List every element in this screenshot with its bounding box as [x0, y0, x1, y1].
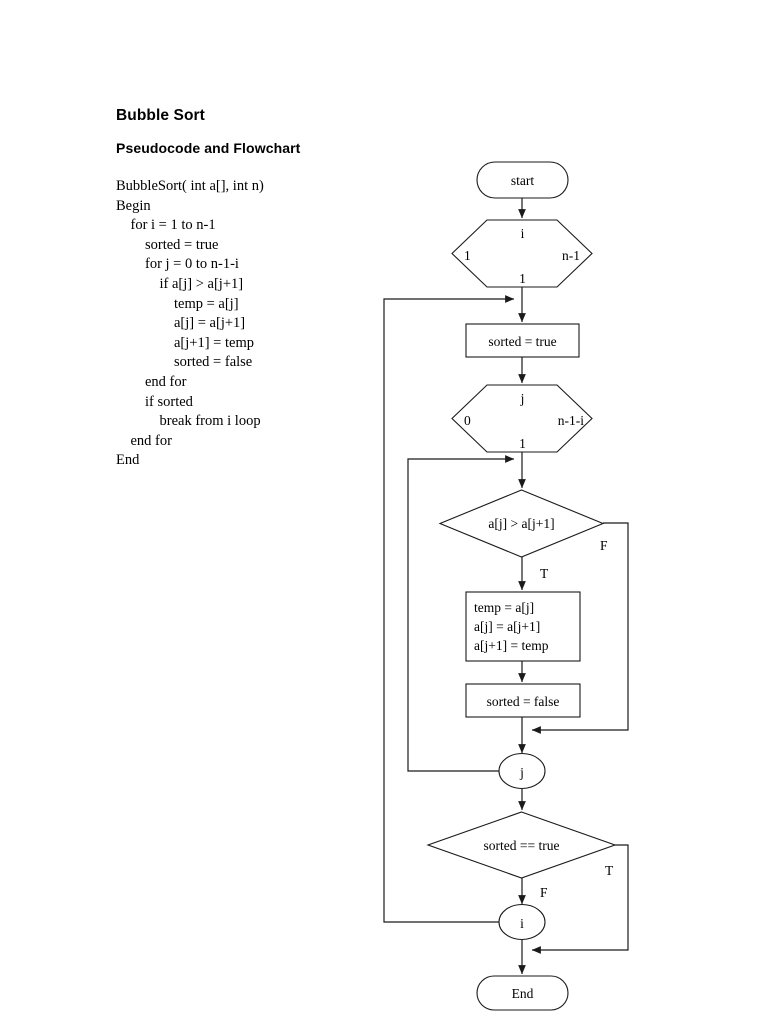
flow-node-i-loop-close: i — [498, 903, 546, 941]
flow-node-start: start — [476, 161, 569, 199]
flow-node-j-loop: j 0 n-1-i 1 — [451, 384, 593, 453]
swap-line-3: a[j+1] = temp — [474, 638, 549, 653]
j-loop-hexagon-shape — [451, 384, 593, 453]
compare-false-branch-label: F — [600, 538, 608, 553]
flow-node-sorted-check-decision: sorted == true F T — [426, 811, 617, 900]
connector-compare-false-bypass — [531, 522, 629, 734]
flow-node-compare-decision: a[j] > a[j+1] T F — [438, 489, 608, 581]
compare-true-branch-label: T — [540, 566, 549, 581]
j-loop-close-label: j — [519, 765, 524, 780]
sorted-check-true-branch-label: T — [605, 863, 614, 878]
compare-decision-shape — [438, 489, 605, 558]
compare-decision-label: a[j] > a[j+1] — [488, 516, 554, 531]
swap-box-shape — [465, 591, 581, 662]
sorted-check-decision-shape — [426, 811, 617, 879]
page-subtitle: Pseudocode and Flowchart — [116, 140, 301, 156]
i-loop-hexagon-shape — [451, 219, 593, 288]
sorted-check-label: sorted == true — [484, 838, 560, 853]
flow-node-end: End — [476, 975, 569, 1011]
sorted-true-box-shape — [465, 323, 580, 358]
i-loop-variable: i — [521, 226, 525, 241]
end-terminator-shape — [476, 975, 569, 1011]
flow-node-sorted-true: sorted = true — [465, 323, 580, 358]
flow-node-swap: temp = a[j] a[j] = a[j+1] a[j+1] = temp — [465, 591, 581, 662]
page-title: Bubble Sort — [116, 107, 205, 124]
i-loop-step: 1 — [519, 271, 526, 286]
swap-line-2: a[j] = a[j+1] — [474, 619, 540, 634]
connector-sorted-check-true-break — [531, 844, 629, 954]
sorted-false-label: sorted = false — [487, 694, 560, 709]
i-loop-close-shape — [498, 903, 546, 941]
end-label: End — [512, 986, 534, 1001]
i-loop-close-label: i — [520, 916, 524, 931]
j-loop-step: 1 — [519, 436, 526, 451]
sorted-false-box-shape — [465, 683, 581, 718]
flow-node-j-loop-close: j — [498, 752, 546, 790]
start-label: start — [511, 173, 534, 188]
j-loop-from: 0 — [464, 413, 471, 428]
j-loop-close-shape — [498, 752, 546, 790]
i-loop-from: 1 — [464, 248, 471, 263]
i-loop-to: n-1 — [562, 248, 580, 263]
pseudocode-block: BubbleSort( int a[], int n) Begin for i … — [116, 178, 264, 469]
text-column: Bubble Sort Pseudocode and Flowchart Bub… — [116, 106, 416, 471]
flow-node-sorted-false: sorted = false — [465, 683, 581, 718]
sorted-check-false-branch-label: F — [540, 885, 548, 900]
start-terminator-shape — [476, 161, 569, 199]
flow-node-i-loop: i 1 n-1 1 — [451, 219, 593, 288]
sorted-true-label: sorted = true — [488, 334, 556, 349]
j-loop-variable: j — [520, 391, 525, 406]
j-loop-to: n-1-i — [558, 413, 584, 428]
connector-j-loop-back-edge — [407, 455, 515, 772]
swap-line-1: temp = a[j] — [474, 600, 534, 615]
